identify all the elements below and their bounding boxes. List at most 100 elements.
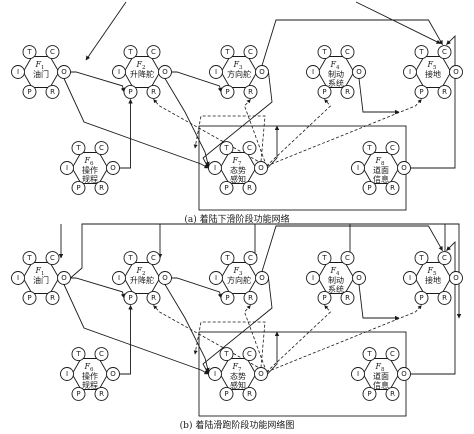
aspect-label: O: [162, 68, 168, 76]
aspect-label: C: [442, 48, 447, 56]
aspect-label: C: [247, 350, 252, 358]
dashed-coupling-2: [244, 99, 267, 167]
incoming-top-right: [355, 1, 441, 44]
aspect-label: C: [151, 48, 156, 56]
aspect-c: C: [94, 141, 109, 156]
aspect-c: C: [340, 45, 355, 60]
aspect-circle: [45, 45, 60, 60]
aspect-r: R: [340, 84, 355, 99]
function-name: 油门: [33, 69, 49, 79]
aspect-circle: [306, 271, 320, 285]
aspect-circle: [220, 84, 235, 99]
function-name: 操作: [82, 165, 98, 175]
aspect-circle: [340, 251, 355, 266]
aspect-circle: [219, 386, 234, 401]
aspect-circle: [60, 367, 74, 381]
aspect-r: R: [45, 290, 60, 305]
function-name: 制动: [328, 275, 344, 285]
aspect-t: T: [220, 251, 235, 266]
coupling-o8-c5: [410, 240, 456, 375]
aspect-t: T: [317, 45, 332, 60]
aspect-label: R: [248, 294, 253, 302]
function-name: 道面: [373, 165, 389, 175]
aspect-circle: [255, 271, 269, 285]
aspect-circle: [112, 65, 126, 79]
aspect-o: O: [397, 161, 411, 175]
aspect-label: C: [247, 144, 252, 152]
aspect-circle: [351, 161, 365, 175]
aspect-label: O: [110, 164, 116, 172]
aspect-label: O: [110, 370, 116, 378]
aspect-c: C: [45, 45, 60, 60]
aspect-r: R: [243, 84, 258, 99]
aspect-label: R: [390, 184, 395, 192]
aspect-circle: [317, 45, 332, 60]
aspect-r: R: [437, 84, 452, 99]
aspect-circle: [397, 367, 411, 381]
aspect-c: C: [385, 141, 400, 156]
aspect-label: P: [322, 88, 326, 96]
aspect-circle: [397, 161, 411, 175]
function-name-line2: 感知: [230, 380, 246, 390]
aspect-label: T: [75, 350, 81, 358]
aspect-t: T: [414, 251, 429, 266]
aspect-i: I: [351, 367, 365, 381]
coupling-o7-box: [267, 331, 280, 375]
aspect-circle: [414, 251, 429, 266]
aspect-c: C: [243, 251, 258, 266]
aspect-label: P: [367, 184, 371, 192]
aspect-p: P: [123, 290, 138, 305]
aspect-circle: [208, 161, 222, 175]
dashed-coupling-1: [153, 99, 267, 167]
coupling-o6-p2: [119, 98, 133, 169]
aspect-label: I: [357, 164, 359, 172]
aspect-label: O: [453, 68, 459, 76]
aspect-label: R: [442, 294, 447, 302]
aspect-r: R: [340, 290, 355, 305]
function-id: F8: [374, 362, 385, 373]
aspect-circle: [385, 386, 400, 401]
function-name: 操作: [82, 371, 98, 381]
function-name: 方向舵: [227, 275, 251, 285]
aspect-label: I: [312, 68, 314, 76]
coupling-o7-box: [267, 125, 280, 169]
aspect-circle: [352, 65, 366, 79]
aspect-label: C: [248, 48, 253, 56]
function-id: F3: [232, 266, 243, 277]
aspect-circle: [449, 65, 463, 79]
aspect-t: T: [123, 45, 138, 60]
aspect-label: P: [419, 88, 423, 96]
function-id: F7: [231, 156, 242, 167]
aspect-o: O: [106, 161, 120, 175]
aspect-i: I: [306, 65, 320, 79]
function-name: 接地: [425, 69, 441, 79]
aspect-label: T: [127, 48, 133, 56]
dashed-coupling-3: [266, 99, 332, 167]
function-id: F2: [135, 60, 145, 71]
aspect-circle: [351, 367, 365, 381]
aspect-circle: [243, 251, 258, 266]
aspect-label: I: [214, 370, 216, 378]
aspect-circle: [219, 141, 234, 156]
aspect-p: P: [362, 180, 377, 195]
aspect-circle: [71, 347, 86, 362]
aspect-t: T: [414, 45, 429, 60]
aspect-circle: [220, 290, 235, 305]
aspect-circle: [22, 84, 37, 99]
aspect-i: I: [208, 161, 222, 175]
aspect-label: T: [224, 48, 230, 56]
aspect-label: T: [366, 144, 372, 152]
aspect-label: I: [357, 370, 359, 378]
aspect-r: R: [94, 386, 109, 401]
aspect-i: I: [208, 367, 222, 381]
aspect-label: R: [151, 88, 156, 96]
